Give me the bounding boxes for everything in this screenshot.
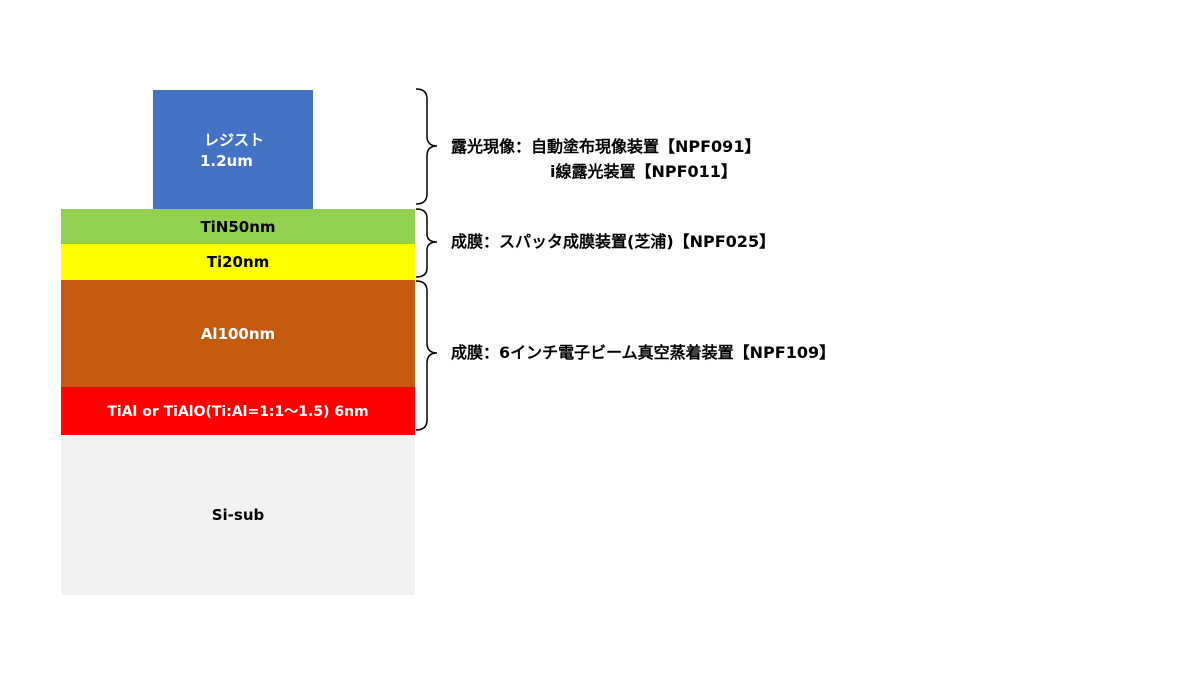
ebeam-bracket xyxy=(415,280,438,431)
tin-label: TiN50nm xyxy=(200,217,276,236)
resist-layer: レジスト 1.2um xyxy=(153,90,313,209)
ti-label: Ti20nm xyxy=(206,253,270,271)
exposure-note-line2: i線露光装置【NPF011】 xyxy=(550,162,737,181)
si-substrate: Si-sub xyxy=(61,435,415,595)
al-layer: Al100nm xyxy=(61,280,415,387)
sputter-bracket xyxy=(415,208,438,278)
exposure-note-line1: 露光現像：自動塗布現像装置【NPF091】 xyxy=(451,137,761,156)
tial-layer: TiAl or TiAlO(Ti:Al=1:1～1.5) 6nm xyxy=(61,387,415,435)
sputter-note: 成膜：スパッタ成膜装置(芝浦)【NPF025】 xyxy=(451,232,776,251)
tial-label: TiAl or TiAlO(Ti:Al=1:1～1.5) 6nm xyxy=(107,404,369,420)
resist-label: レジスト xyxy=(203,131,264,149)
si-label: Si-sub xyxy=(211,506,265,524)
ti-layer: Ti20nm xyxy=(61,244,415,280)
ebeam-note: 成膜：6インチ電子ビーム真空蒸着装置【NPF109】 xyxy=(451,343,836,362)
al-label: Al100nm xyxy=(200,324,276,343)
exposure-bracket xyxy=(415,88,438,205)
resist-thickness-label: 1.2um xyxy=(200,152,253,170)
tin-layer: TiN50nm xyxy=(61,209,415,244)
